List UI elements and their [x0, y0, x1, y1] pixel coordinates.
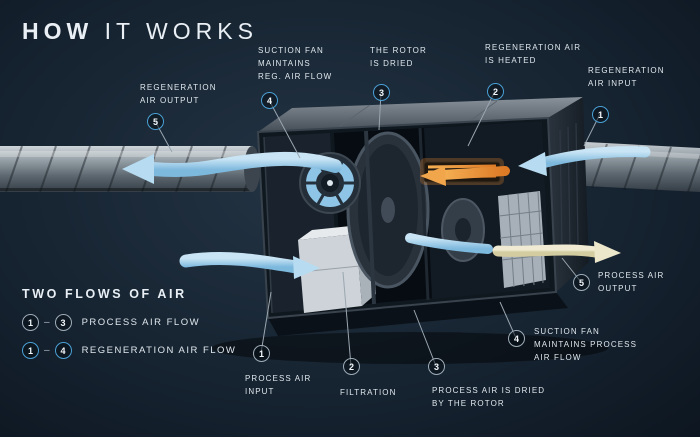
dehumidifier-unit	[212, 97, 608, 364]
page-title: HOW IT WORKS	[22, 18, 258, 45]
callout-process-air-input-label: PROCESS AIR INPUT	[245, 374, 312, 396]
callout-process-air-dried-badge: 3	[428, 358, 445, 375]
callout-regeneration-air-output-badge: 5	[147, 113, 164, 130]
regeneration-in-arrow	[518, 146, 651, 176]
callout-suction-fan-process-label: SUCTION FAN MAINTAINS PROCESS AIR FLOW	[534, 327, 638, 362]
legend: TWO FLOWS OF AIR 1 – 3 PROCESS AIR FLOW …	[22, 287, 236, 370]
process-through-rotor-arrow	[405, 233, 493, 254]
callout-regeneration-air-heated-label: REGENERATION AIR IS HEATED	[485, 43, 582, 65]
page-title-strong: HOW	[22, 18, 94, 44]
callout-suction-fan-process-badge: 4	[508, 330, 525, 347]
legend-regen-label: REGENERATION AIR FLOW	[81, 345, 237, 356]
callout-suction-fan-reg-badge: 4	[261, 92, 278, 109]
callout-rotor-is-dried-badge: 3	[373, 84, 390, 101]
regeneration-out-arrow	[122, 151, 342, 184]
machine-right-face	[548, 97, 589, 292]
callout-filtration-label: FILTRATION	[340, 388, 397, 397]
callout-suction-fan-reg-label: SUCTION FAN MAINTAINS REG. AIR FLOW	[258, 46, 333, 81]
process-in-arrow	[179, 252, 320, 279]
page-title-light: IT WORKS	[104, 18, 258, 44]
legend-title: TWO FLOWS OF AIR	[22, 287, 187, 301]
legend-regen-from-badge: 1	[22, 342, 39, 359]
legend-process-dash: –	[44, 317, 50, 328]
legend-process-from-badge: 1	[22, 314, 39, 331]
legend-process-label: PROCESS AIR FLOW	[81, 317, 201, 328]
rotor	[346, 131, 430, 289]
callout-filtration-badge: 2	[343, 358, 360, 375]
callout-regeneration-air-input-label: REGENERATION AIR INPUT	[588, 66, 665, 88]
legend-row-regeneration: 1 – 4 REGENERATION AIR FLOW	[22, 342, 236, 359]
callout-regeneration-air-output-label: REGENERATION AIR OUTPUT	[140, 83, 217, 105]
callout-rotor-is-dried-label: THE ROTOR IS DRIED	[370, 46, 427, 68]
airflow-arrows	[122, 146, 651, 279]
legend-process-to-badge: 3	[54, 314, 72, 331]
legend-row-process: 1 – 3 PROCESS AIR FLOW	[22, 314, 236, 331]
callout-regeneration-air-input-badge: 1	[592, 106, 609, 123]
heated-air-arrow	[420, 166, 510, 186]
filter-panel	[498, 191, 546, 288]
process-out-arrow	[492, 241, 621, 263]
callout-process-air-dried-label: PROCESS AIR IS DRIED BY THE ROTOR	[432, 386, 546, 408]
callout-process-air-output-label: PROCESS AIR OUTPUT	[598, 271, 665, 293]
callout-process-air-output-badge: 5	[573, 274, 590, 291]
callout-regeneration-air-heated-badge: 2	[487, 83, 504, 100]
legend-regen-to-badge: 4	[54, 342, 72, 359]
legend-regen-dash: –	[44, 345, 50, 356]
callout-process-air-input-badge: 1	[253, 345, 270, 362]
machine-top-face	[258, 97, 583, 132]
machine-base	[268, 292, 568, 336]
